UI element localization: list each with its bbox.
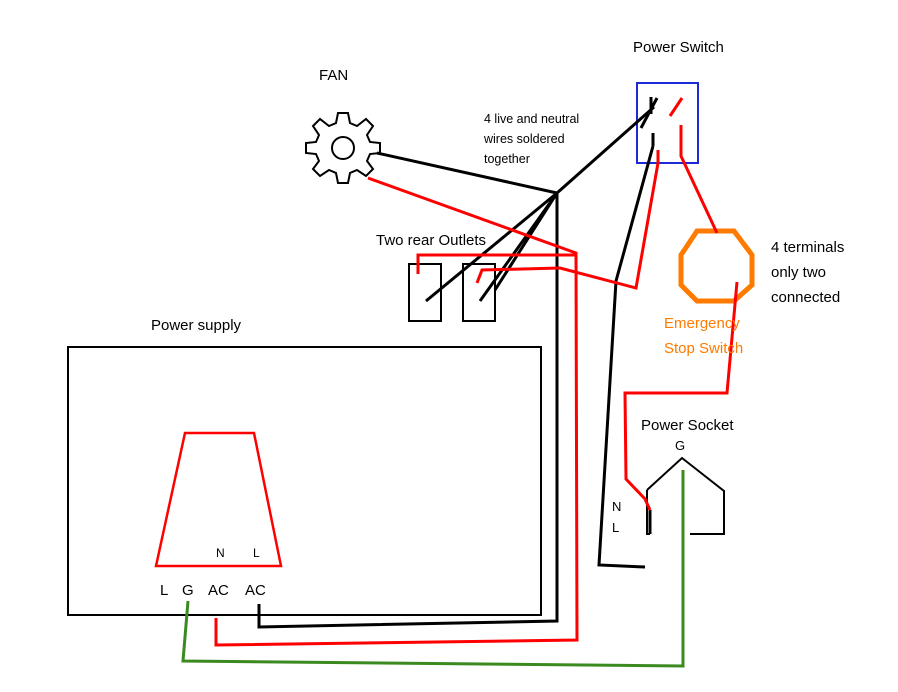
solder-note-line-2: wires soldered (483, 132, 565, 146)
wire-switch-to-estop (679, 146, 719, 234)
solder-note-line-1: 4 live and neutral (484, 112, 579, 126)
power-switch-live-pole (668, 97, 684, 146)
wire-junction-to-right-outlet-b (493, 192, 559, 291)
power-supply-transformer (154, 431, 283, 568)
power-switch-neutral-pole (639, 97, 659, 146)
psu-l-upper-label: L (253, 546, 260, 560)
wire-estop-to-socket-live (623, 281, 739, 511)
psu-terminal-g: G (182, 582, 194, 599)
wire-switch-to-socket-neutral (597, 145, 655, 569)
wire-fan-to-junction (376, 151, 558, 195)
fan-label: FAN (319, 67, 348, 84)
power-supply-box (67, 346, 542, 616)
terminals-note-line-2: only two (771, 264, 826, 281)
emergency-label-line-1: Emergency (664, 315, 740, 332)
wire-left-outlet-live (416, 253, 575, 274)
octagon-icon (678, 228, 755, 304)
power-supply-label: Power supply (151, 317, 242, 334)
wire-ground (181, 470, 685, 668)
terminals-note-line-1: 4 terminals (771, 239, 844, 256)
power-socket-outline (646, 456, 725, 535)
power-switch-label: Power Switch (633, 39, 724, 56)
rear-outlet-left (408, 263, 442, 322)
wire-junction-to-switch (556, 105, 655, 195)
rear-outlets-label: Two rear Outlets (376, 232, 486, 249)
psu-terminal-l: L (160, 582, 168, 599)
power-socket-label: Power Socket (641, 417, 734, 434)
psu-n-label: N (216, 546, 225, 560)
psu-terminal-ac-1: AC (208, 582, 229, 599)
gear-icon (305, 112, 381, 184)
socket-g-label: G (675, 438, 685, 453)
terminals-note-line-3: connected (771, 289, 840, 306)
rear-outlet-right (462, 263, 496, 322)
wire-fan-to-psu-ac (214, 176, 579, 647)
power-switch-box (636, 82, 699, 164)
socket-n-label: N (612, 499, 621, 514)
wire-junction-to-psu-ac (257, 193, 559, 629)
wire-outlet-to-switch (475, 150, 660, 290)
socket-l-label: L (612, 520, 619, 535)
solder-note-line-3: together (484, 152, 530, 166)
emergency-label-line-2: Stop Switch (664, 340, 743, 357)
psu-terminal-ac-2: AC (245, 582, 266, 599)
wire-junction-to-left-outlet (425, 191, 558, 303)
